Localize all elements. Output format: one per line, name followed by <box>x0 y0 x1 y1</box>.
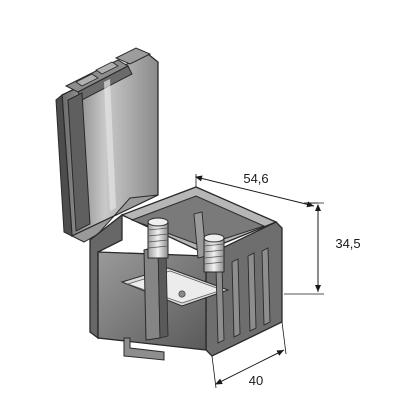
dimension-width-label: 54,6 <box>243 171 268 186</box>
hinged-lid <box>55 47 159 243</box>
terminal-screw-right <box>203 233 225 273</box>
terminal-body <box>89 186 283 361</box>
dimension-height: 34,5 <box>284 202 361 295</box>
dimension-depth-label: 40 <box>249 373 263 388</box>
dimension-depth: 40 <box>211 321 287 389</box>
terminal-screw-left <box>147 217 169 259</box>
dimension-height-label: 34,5 <box>335 236 360 251</box>
